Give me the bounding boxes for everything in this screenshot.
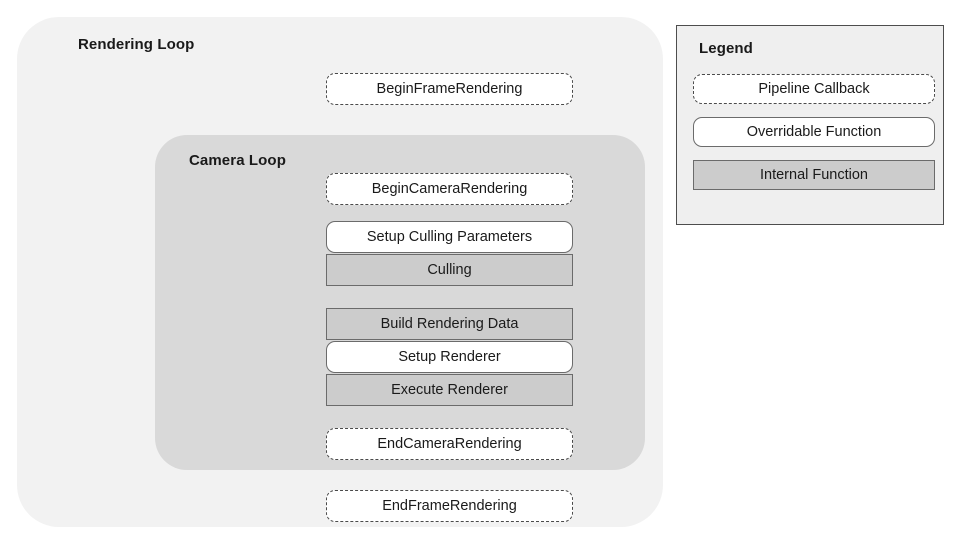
flow-node[interactable]: Execute Renderer <box>326 374 573 406</box>
legend-item: Overridable Function <box>693 117 935 147</box>
flow-node[interactable]: EndCameraRendering <box>326 428 573 460</box>
flow-node[interactable]: Setup Culling Parameters <box>326 221 573 253</box>
flow-node[interactable]: Culling <box>326 254 573 286</box>
camera-loop-title: Camera Loop <box>189 152 286 169</box>
rendering-loop-title: Rendering Loop <box>78 36 195 53</box>
flow-node[interactable]: Setup Renderer <box>326 341 573 373</box>
flow-node[interactable]: Build Rendering Data <box>326 308 573 340</box>
flow-node[interactable]: BeginFrameRendering <box>326 73 573 105</box>
legend-item: Pipeline Callback <box>693 74 935 104</box>
legend-item: Internal Function <box>693 160 935 190</box>
flow-node[interactable]: BeginCameraRendering <box>326 173 573 205</box>
legend-title: Legend <box>699 40 753 57</box>
flow-node[interactable]: EndFrameRendering <box>326 490 573 522</box>
